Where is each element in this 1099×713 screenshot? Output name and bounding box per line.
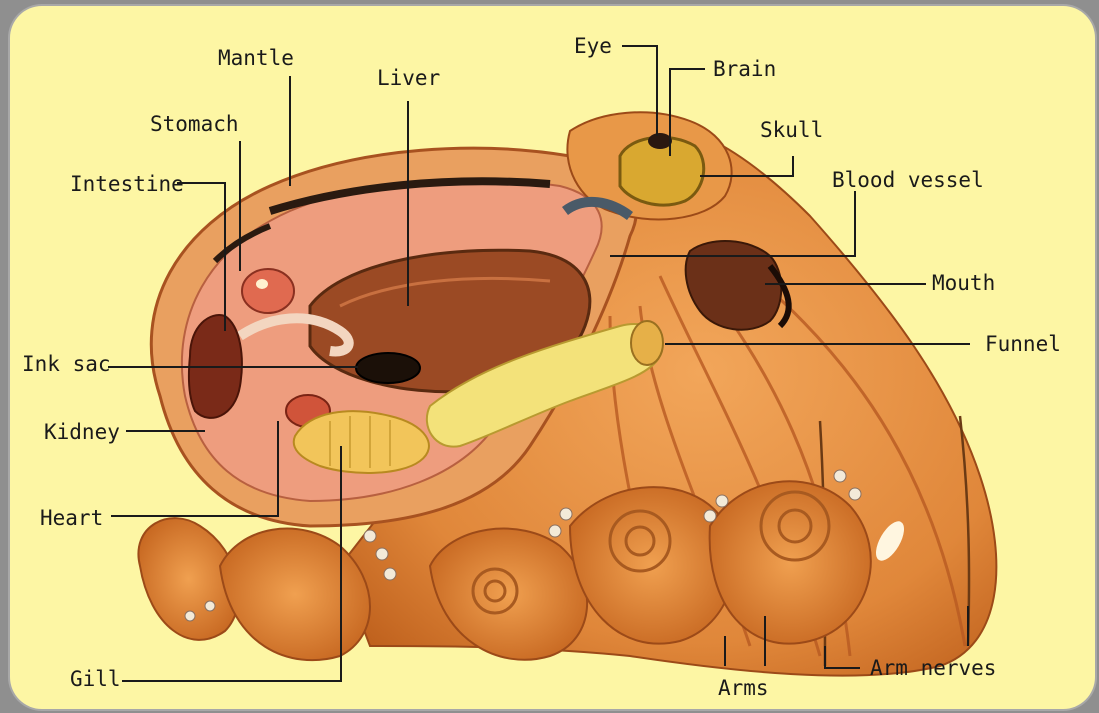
label-brain: Brain	[713, 57, 776, 81]
funnel-opening	[631, 321, 663, 365]
label-arms: Arms	[718, 676, 769, 700]
label-stomach: Stomach	[150, 112, 239, 136]
label-ink-sac: Ink sac	[22, 352, 111, 376]
label-intestine: Intestine	[70, 172, 184, 196]
eye-shape	[648, 133, 672, 149]
label-blood-vessel: Blood vessel	[832, 168, 984, 192]
diagram-frame: Mantle Liver Eye Brain Skull Blood vesse…	[10, 6, 1095, 709]
label-liver: Liver	[377, 66, 440, 90]
label-mouth: Mouth	[932, 271, 995, 295]
label-heart: Heart	[40, 506, 103, 530]
stomach-shape	[242, 269, 294, 313]
label-funnel: Funnel	[985, 332, 1061, 356]
label-gill: Gill	[70, 667, 121, 691]
label-mantle: Mantle	[218, 46, 294, 70]
stomach-highlight	[256, 279, 268, 289]
label-skull: Skull	[760, 118, 823, 142]
label-arm-nerves: Arm nerves	[870, 656, 996, 680]
label-kidney: Kidney	[44, 420, 120, 444]
ink-sac-shape	[356, 353, 420, 383]
label-eye: Eye	[574, 34, 612, 58]
